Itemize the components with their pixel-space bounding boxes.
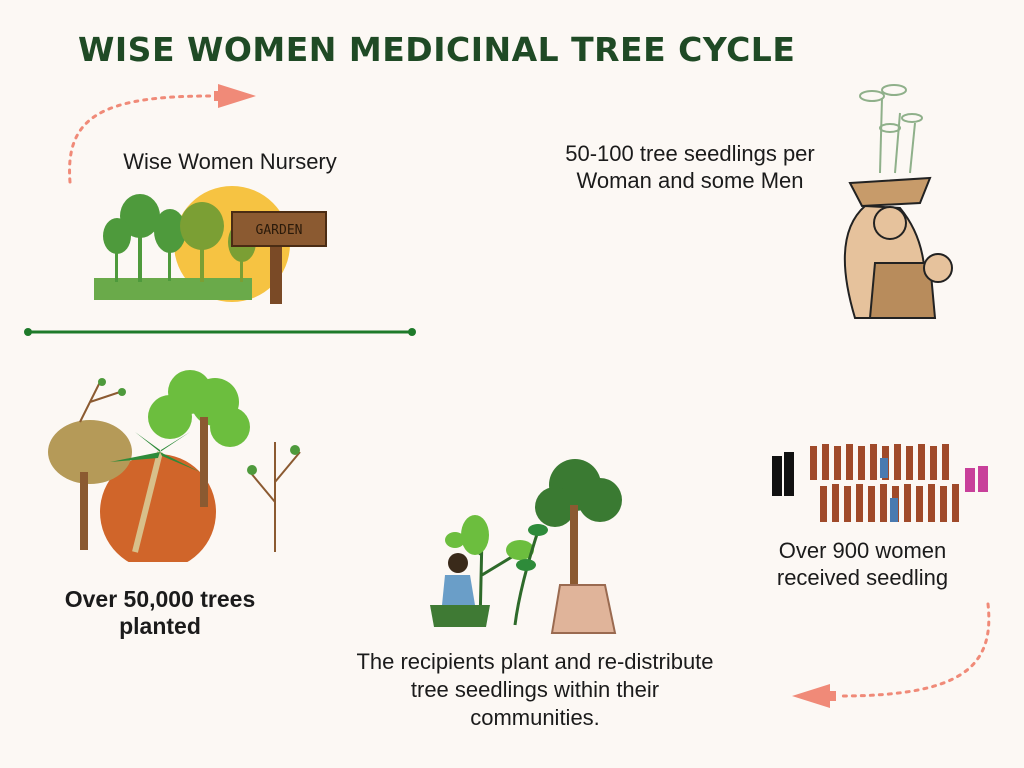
- forest-trees-illustration: [48, 370, 301, 562]
- arrow-right-icon: [68, 84, 256, 184]
- garden-sign-text: GARDEN: [256, 223, 303, 238]
- women-line-1: Over 900 women: [778, 538, 947, 563]
- arrow-left-icon: [792, 602, 991, 708]
- page-title: WISE WOMEN MEDICINAL TREE CYCLE: [78, 30, 796, 69]
- divider-line: [24, 328, 416, 336]
- women-line-2: received seedling: [776, 565, 949, 590]
- seedlings-line-2: Woman and some Men: [576, 168, 804, 193]
- trees-line-2: planted: [119, 613, 201, 639]
- nursery-garden-illustration: GARDEN: [94, 186, 327, 304]
- women-crowd-illustration: [772, 444, 988, 522]
- nursery-label: Wise Women Nursery: [123, 149, 337, 174]
- seedlings-line-1: 50-100 tree seedlings per: [565, 141, 815, 166]
- trees-line-1: Over 50,000 trees: [64, 586, 256, 612]
- recipients-line-3: communities.: [470, 705, 600, 730]
- planting-seedling-illustration: [430, 459, 622, 634]
- recipients-line-2: tree seedlings within their: [410, 677, 660, 702]
- recipients-line-1: The recipients plant and re-distribute: [356, 649, 714, 674]
- woman-carrying-seedlings-illustration: [843, 84, 953, 319]
